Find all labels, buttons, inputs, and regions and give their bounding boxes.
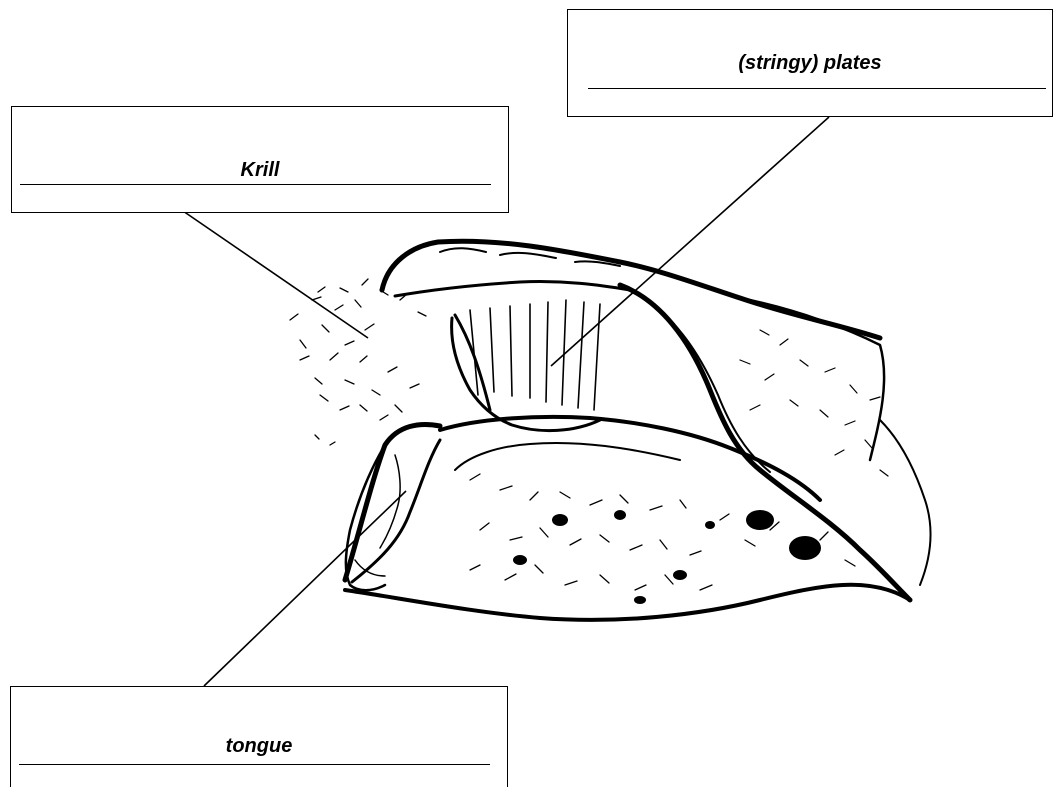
whale-head-drawing — [290, 241, 930, 620]
plates-label: (stringy) plates — [568, 52, 1052, 75]
krill-label: Krill — [12, 159, 508, 182]
plates-leader-line — [551, 117, 829, 366]
krill-label-box: Krill — [11, 106, 509, 213]
krill-leader-line — [183, 211, 368, 338]
tongue-answer-line — [19, 764, 490, 765]
krill-answer-line — [20, 184, 491, 185]
tongue-label: tongue — [11, 735, 507, 758]
tongue-label-box: tongue — [10, 686, 508, 787]
plates-label-box: (stringy) plates — [567, 9, 1053, 117]
plates-answer-line — [588, 88, 1046, 89]
